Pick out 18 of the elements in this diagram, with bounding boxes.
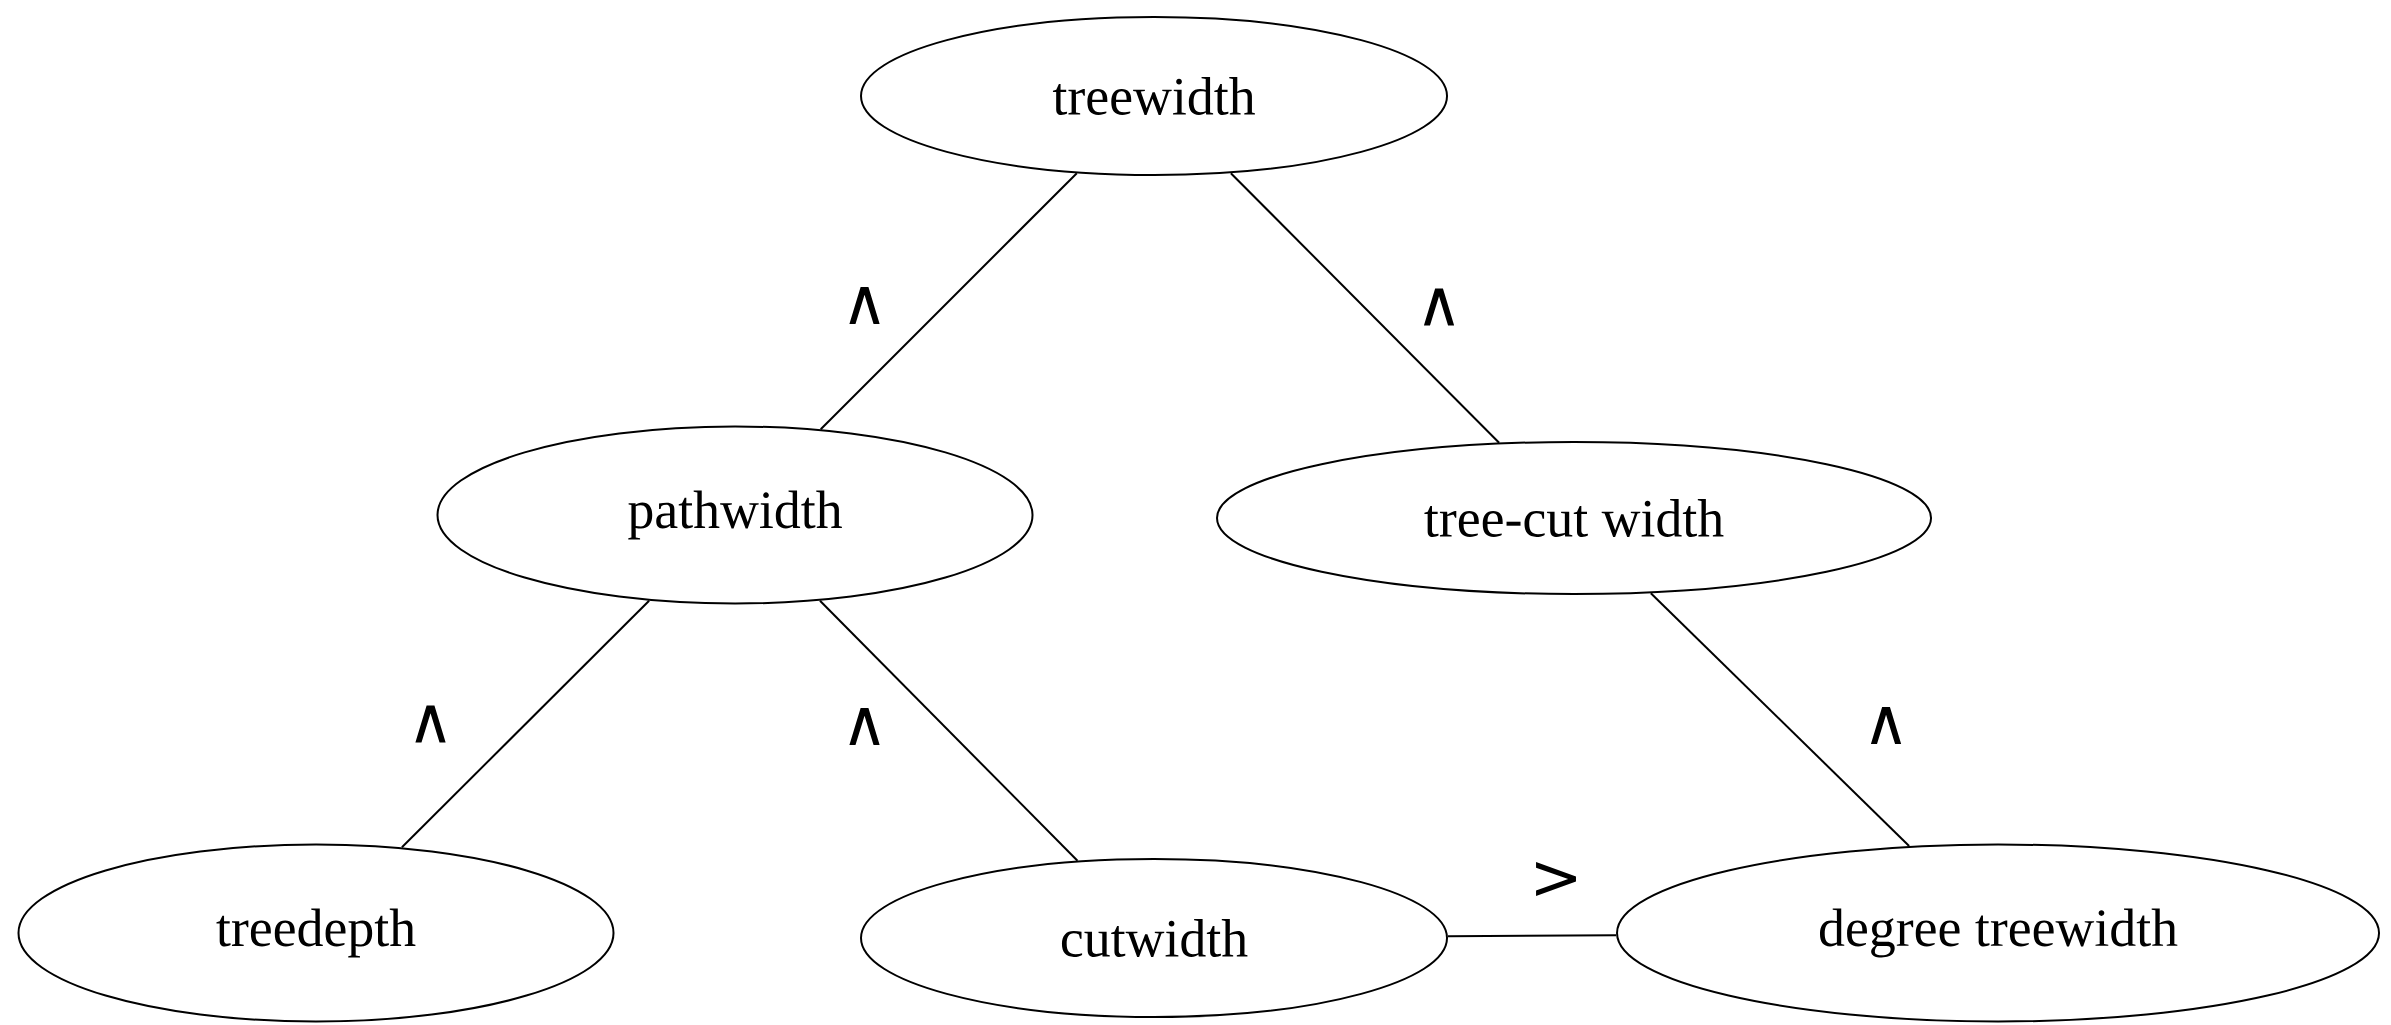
- ellipse-node: tree-cut width: [1216, 441, 1933, 595]
- ellipse-node: cutwidth: [860, 858, 1448, 1018]
- connector-line: [400, 599, 651, 849]
- edge-label: ∧: [1860, 705, 1912, 746]
- connector-line: [819, 172, 1078, 431]
- edge-label: ∧: [839, 285, 890, 326]
- connector-line: [1229, 172, 1501, 444]
- ellipse-node: treedepth: [17, 843, 615, 1023]
- ellipse-node: pathwidth: [436, 425, 1034, 605]
- edge-label: ∧: [405, 703, 456, 745]
- ellipse-node: treewidth: [860, 16, 1448, 176]
- connector-line: [1446, 934, 1618, 938]
- connector-line: [1649, 592, 1911, 847]
- connector-line: [819, 599, 1079, 862]
- edge-label: ∧: [839, 706, 890, 747]
- edge-label: ∧: [1413, 286, 1465, 328]
- edge-label: >: [1527, 859, 1585, 901]
- ellipse-node: degree treewidth: [1616, 843, 2381, 1023]
